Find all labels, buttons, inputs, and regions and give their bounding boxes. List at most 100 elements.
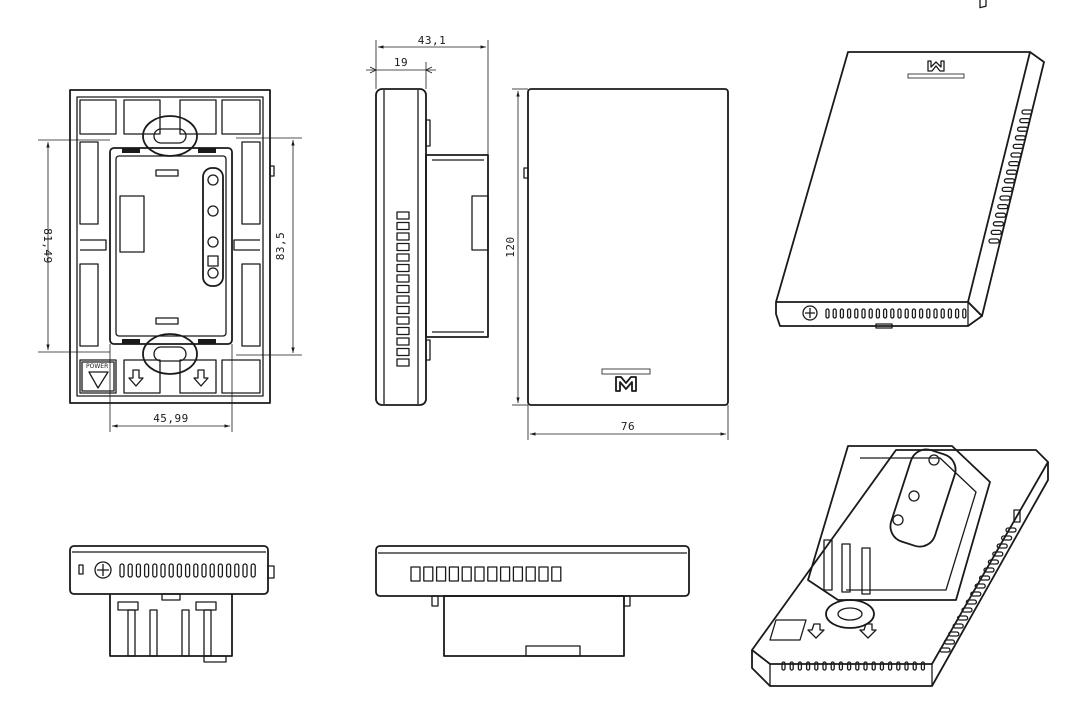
vent-slot	[797, 661, 803, 671]
bottom-tab	[267, 565, 275, 579]
arrow-down-icon	[128, 369, 144, 387]
vent-slot	[983, 567, 995, 573]
module-fin	[861, 547, 871, 595]
vent-slot	[926, 308, 931, 319]
warning-triangle-icon	[88, 371, 109, 389]
vent-slot	[830, 661, 835, 671]
vent-slot	[825, 308, 830, 319]
vent-slot	[863, 661, 868, 671]
vent-slot	[879, 661, 885, 671]
vent-slot	[961, 607, 973, 613]
screw-icon	[94, 561, 112, 579]
power-mark-box	[81, 361, 115, 392]
module-fin	[127, 609, 136, 657]
vent-slot	[781, 661, 786, 671]
back-plate-inner	[76, 96, 264, 397]
vent-slot	[396, 316, 410, 325]
vent-slot	[176, 563, 183, 578]
vent-slot	[396, 211, 410, 220]
vent-slot	[474, 566, 485, 582]
iso-module	[807, 445, 991, 601]
vent-slots	[825, 308, 967, 319]
vent-slot	[805, 661, 811, 671]
vent-slot	[184, 563, 191, 578]
vent-slot	[512, 566, 524, 582]
vent-slot	[1001, 186, 1013, 193]
module-detail	[117, 601, 139, 611]
iso-top-face	[775, 51, 1031, 303]
compartment	[179, 99, 217, 135]
dim-tick	[369, 66, 377, 74]
compartment	[221, 99, 261, 135]
vent-slot	[997, 203, 1009, 210]
module-fin	[823, 539, 833, 591]
terminal-screw	[207, 236, 219, 248]
vent-slot	[396, 358, 410, 367]
vent-slot	[168, 563, 174, 578]
vent-slot	[1021, 109, 1033, 115]
terminal-screw	[928, 454, 940, 466]
vent-slot	[396, 242, 410, 252]
vent-slot	[396, 295, 410, 304]
vent-slot	[814, 661, 819, 671]
power-mark-label: POWER	[86, 363, 108, 370]
vent-slot	[1019, 117, 1031, 124]
front-panel	[527, 88, 729, 406]
vent-slot	[912, 661, 917, 671]
iso-module-inner	[846, 457, 977, 591]
vent-slot	[234, 563, 240, 578]
vent-slot	[209, 563, 215, 578]
side-module	[425, 154, 489, 338]
vent-slot	[904, 661, 909, 671]
iso-tab	[875, 323, 893, 329]
vent-slot	[1014, 135, 1027, 141]
clip	[122, 339, 140, 344]
side-slot	[79, 263, 99, 347]
vent-slot	[448, 566, 460, 582]
vent-slot	[461, 566, 472, 582]
cross-rib	[80, 239, 260, 251]
vent-slot	[990, 229, 1002, 236]
iso-side-face	[967, 51, 1045, 317]
vent-slot	[868, 308, 873, 319]
clip	[198, 339, 216, 344]
iso-front-view	[775, 0, 1045, 329]
dim-total-depth: 43,1	[418, 34, 447, 47]
mount-slot	[825, 599, 875, 629]
vent-slot	[1016, 126, 1029, 132]
brand-logo-icon	[907, 60, 965, 79]
vent-slot	[525, 566, 536, 582]
vent-slot	[499, 566, 511, 582]
iso-back-plate	[751, 449, 1049, 665]
bottom-dot	[78, 564, 84, 575]
vent-slot	[201, 563, 207, 578]
screw-cross	[805, 308, 815, 318]
side-clip	[425, 119, 431, 147]
iso-terminal-strip	[889, 448, 957, 548]
vent-slot	[152, 563, 158, 578]
vent-slot	[423, 566, 434, 582]
top-clip	[431, 595, 439, 607]
vent-slot	[538, 566, 549, 582]
vent-slot	[143, 563, 150, 578]
side-slot	[241, 263, 261, 347]
vent-slot	[855, 661, 860, 671]
back-module	[109, 147, 233, 345]
iso-switch	[979, 0, 987, 9]
vent-slot	[896, 661, 901, 671]
screw-cross	[97, 564, 109, 576]
back-plate-outline	[69, 89, 271, 404]
module-foot	[203, 655, 227, 663]
vent-slot	[396, 263, 410, 273]
vent-slots	[396, 211, 410, 367]
mount-slot-hole	[837, 607, 863, 621]
dim-mount-height-left: 81,49	[41, 228, 54, 264]
terminal-square	[207, 255, 219, 267]
vent-slot	[396, 221, 410, 231]
compartment	[221, 359, 261, 394]
vent-slot	[250, 563, 256, 578]
compartment	[123, 359, 161, 394]
vent-slot	[410, 566, 421, 582]
vent-slot	[1012, 143, 1024, 150]
vent-slot	[940, 308, 945, 319]
